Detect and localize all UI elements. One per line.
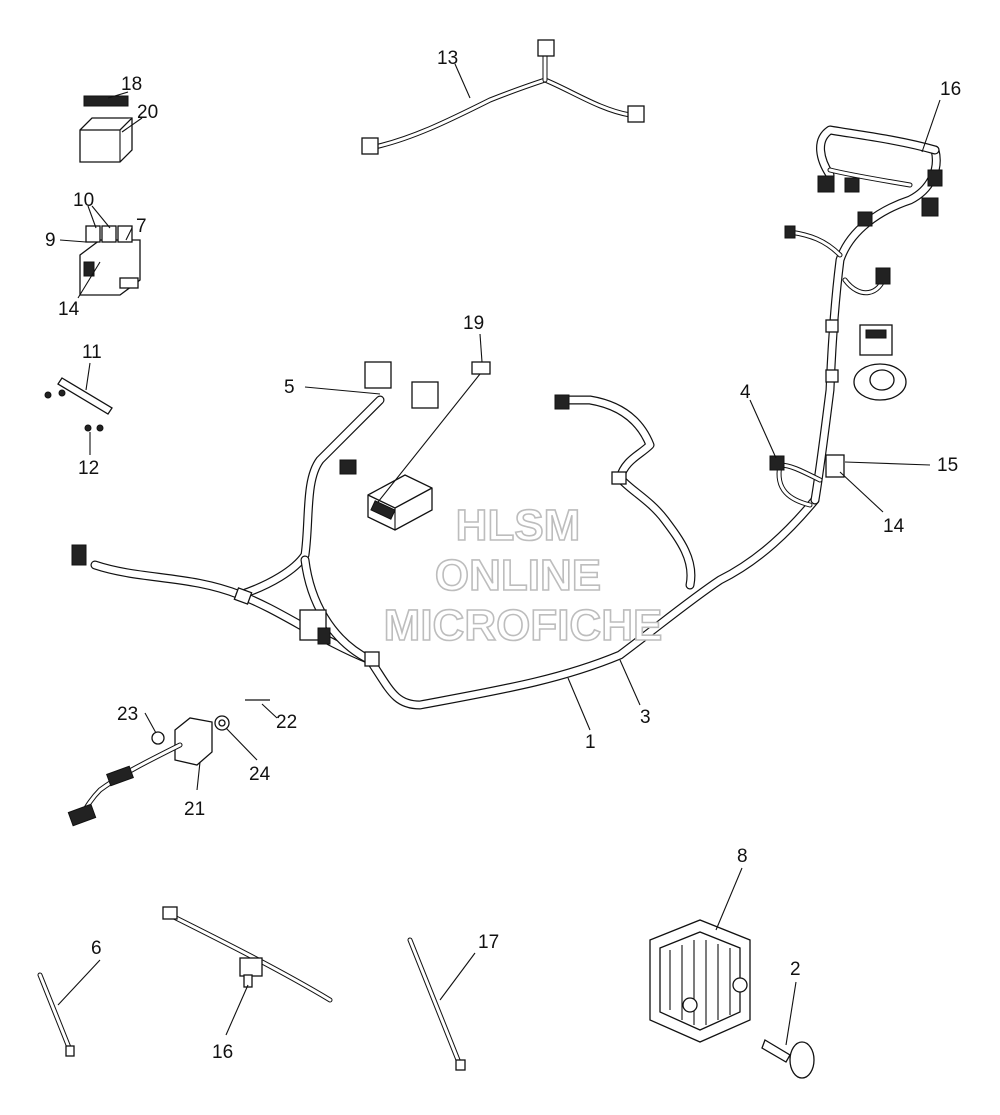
callout-1: 1 — [585, 732, 596, 753]
callout-23: 23 — [117, 704, 138, 725]
callout-15: 15 — [937, 455, 958, 476]
clip-19 — [471, 361, 491, 375]
callout-20: 20 — [137, 102, 158, 123]
module-box — [367, 474, 433, 531]
callout-16a: 16 — [940, 79, 961, 100]
callout-22: 22 — [276, 712, 297, 733]
watermark-line2: ONLINE — [435, 551, 601, 600]
main-wiring-harness — [90, 125, 941, 710]
relay-block — [79, 225, 141, 296]
regulator-21 — [67, 699, 270, 827]
watermark: HLSM ONLINE MICROFICHE — [383, 500, 663, 651]
fuse-cover-20 — [79, 95, 133, 163]
callout-16b: 16 — [212, 1042, 233, 1063]
callout-19: 19 — [463, 313, 484, 334]
callout-5: 5 — [284, 377, 295, 398]
rectifier-8 — [649, 919, 751, 1043]
callout-12: 12 — [78, 458, 99, 479]
callouts: 13 16 18 20 10 7 9 14 11 12 19 5 4 15 14… — [45, 48, 961, 1063]
callout-18: 18 — [121, 74, 142, 95]
cable-ties — [37, 906, 466, 1071]
callout-11: 11 — [82, 342, 102, 363]
callout-4: 4 — [740, 382, 751, 403]
sub-harness-13 — [361, 39, 645, 155]
callout-7: 7 — [136, 216, 147, 237]
callout-14a: 14 — [58, 299, 80, 320]
callout-2: 2 — [790, 959, 801, 980]
switch-assembly — [853, 324, 907, 401]
callout-14b: 14 — [883, 516, 905, 537]
bracket-11 — [44, 377, 113, 432]
harness-connectors — [71, 169, 943, 645]
callout-13: 13 — [437, 48, 458, 69]
callout-6: 6 — [91, 938, 102, 959]
push-rivet-2 — [761, 1039, 815, 1079]
callout-8: 8 — [737, 846, 748, 867]
callout-9: 9 — [45, 230, 56, 251]
callout-21: 21 — [184, 799, 205, 820]
callout-3: 3 — [640, 707, 651, 728]
callout-10: 10 — [73, 190, 94, 211]
watermark-line1: HLSM — [456, 501, 581, 550]
callout-24: 24 — [249, 764, 271, 785]
watermark-line3: MICROFICHE — [384, 601, 663, 650]
leader-lines — [57, 63, 941, 1046]
callout-17: 17 — [478, 932, 499, 953]
